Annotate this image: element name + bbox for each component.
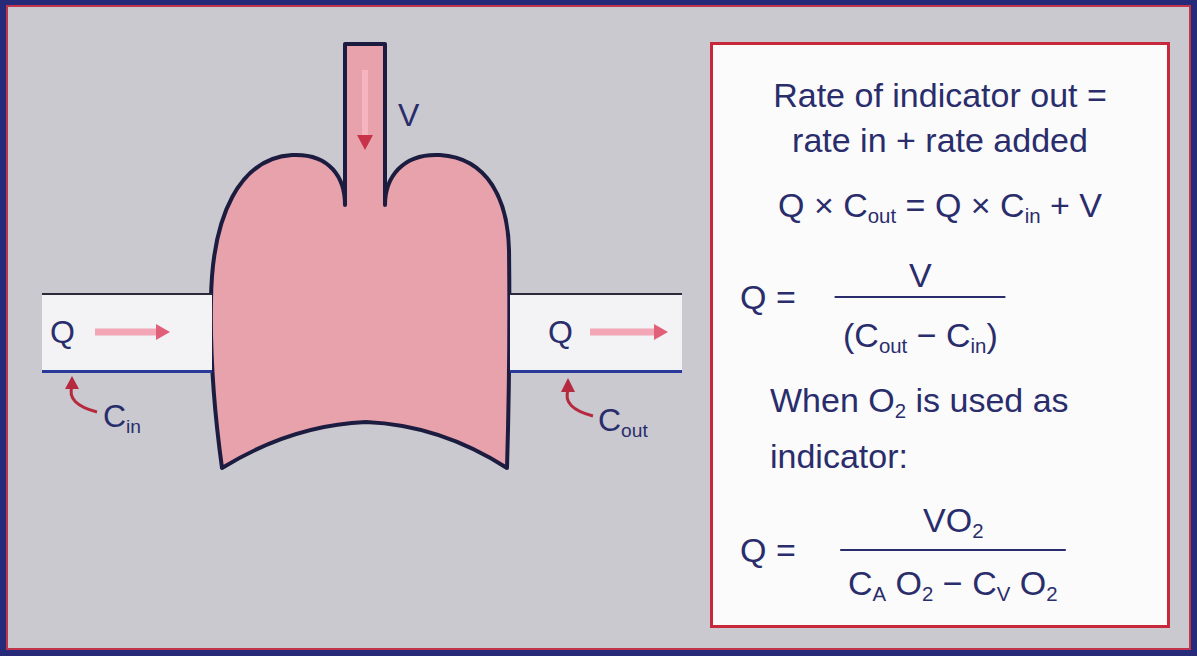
text-slot: CA O2 − CV O2 xyxy=(848,563,1058,614)
flow-symbol: Q xyxy=(548,295,573,370)
outflow-curved-arrow xyxy=(567,390,593,416)
fraction-bar xyxy=(835,296,1006,298)
label-slot: Cout xyxy=(598,400,648,451)
concentration-label: Cout xyxy=(598,402,648,438)
text-slot: V xyxy=(909,255,932,295)
concentration-label: Cin xyxy=(103,398,141,434)
inflow-curved-arrow xyxy=(71,386,97,412)
outflow-arrow-head xyxy=(561,378,575,392)
text-slot: Q = xyxy=(740,530,796,570)
flow-label: V xyxy=(398,97,419,133)
subscript: A xyxy=(873,583,887,605)
flow-symbol: Q xyxy=(50,295,75,370)
subscript: in xyxy=(971,335,987,357)
fraction-denominator: CA O2 − CV O2 xyxy=(848,563,1058,614)
fraction-denominator: (Cout − Cin) xyxy=(843,315,998,366)
subscript: in xyxy=(1025,205,1041,227)
subscript: out xyxy=(879,335,907,357)
subscript: out xyxy=(621,420,648,441)
text-slot: VO2 xyxy=(923,500,983,551)
subscript: 2 xyxy=(922,583,933,605)
subscript: in xyxy=(126,416,141,437)
equation-lhs: Q = xyxy=(740,277,796,317)
label-slot: Cin xyxy=(103,396,141,447)
text-slot: Rate of indicator out = rate in + rate a… xyxy=(755,73,1125,163)
flow-arrow-head xyxy=(654,324,668,340)
trachea-arrow-shaft xyxy=(362,70,368,136)
inflow-vessel: Q xyxy=(42,293,212,373)
outflow-vessel: Q xyxy=(510,293,682,373)
text-slot: (Cout − Cin) xyxy=(843,315,998,366)
subscript: 2 xyxy=(895,400,906,422)
equation-lhs: Q = xyxy=(740,530,796,570)
subscript: V xyxy=(997,583,1011,605)
principle-text: Rate of indicator out = rate in + rate a… xyxy=(755,73,1125,163)
background-panel xyxy=(7,6,1190,649)
balance-equation: Q × Cout = Q × Cin + V xyxy=(713,183,1167,239)
label-slot: V xyxy=(398,95,419,135)
subscript: out xyxy=(868,205,896,227)
formula-panel: Rate of indicator out = rate in + rate a… xyxy=(710,42,1170,628)
flow-arrow-layer xyxy=(510,295,682,370)
text-slot: Q × Cout = Q × Cin + V xyxy=(713,183,1167,239)
flow-arrow-head xyxy=(156,324,170,340)
lungs-outline xyxy=(211,44,510,468)
fraction-numerator: V xyxy=(909,255,932,295)
trachea-arrow-head xyxy=(357,135,373,150)
fraction-bar xyxy=(840,549,1066,551)
flow-arrow-shaft xyxy=(95,329,158,336)
note-text: When O2 is used as indicator: xyxy=(770,378,1130,479)
subscript: 2 xyxy=(1046,583,1057,605)
inflow-arrow-head xyxy=(65,376,79,389)
subscript: 2 xyxy=(972,520,983,542)
fraction-numerator: VO2 xyxy=(923,500,983,551)
text-slot: When O2 is used as indicator: xyxy=(770,378,1130,479)
text-slot: Q = xyxy=(740,277,796,317)
flow-arrow-shaft xyxy=(590,329,656,336)
